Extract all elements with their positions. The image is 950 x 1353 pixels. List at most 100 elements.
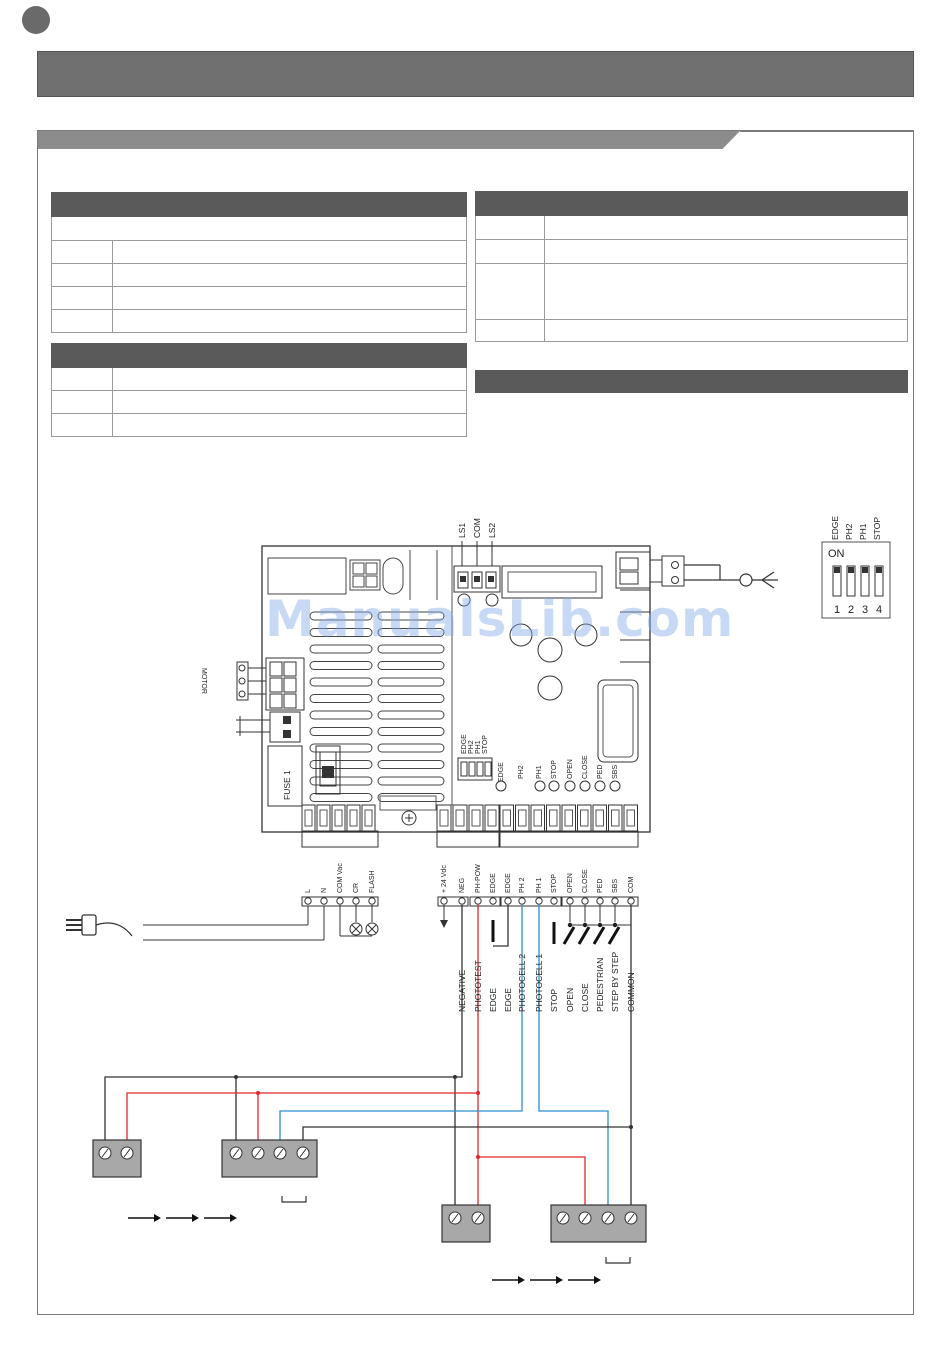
control-terminal-label: PED <box>597 879 604 893</box>
wire-function-label: CLOSE <box>580 983 590 1012</box>
terminal-screw <box>368 897 376 905</box>
pushbutton-switch <box>592 926 606 945</box>
terminal-screw <box>566 897 574 905</box>
wire-function-label: EDGE <box>503 988 513 1012</box>
page-marker-dot <box>22 6 50 34</box>
control-terminal-label: PH 2 <box>519 877 526 893</box>
table-left-2 <box>51 343 467 437</box>
wire-function-label: PEDESTRIAN <box>595 958 605 1012</box>
terminal-screw <box>627 897 635 905</box>
table-right-2-header <box>475 370 908 393</box>
mains-terminal-label: L <box>305 889 312 893</box>
control-terminal-label: CLOSE <box>582 869 589 893</box>
mains-terminal-label: N <box>321 888 328 893</box>
terminal-screw <box>474 897 482 905</box>
mains-terminal-label: COM Vac <box>337 863 344 893</box>
section-tab-line <box>740 131 914 132</box>
control-board-outline <box>261 545 651 833</box>
dip-switch-toggle <box>860 565 870 597</box>
terminal-screw <box>504 897 512 905</box>
table-left-1 <box>51 192 467 333</box>
terminal-screw <box>336 897 344 905</box>
fuse-label: FUSE 1 <box>282 770 292 800</box>
terminal-screw <box>489 897 497 905</box>
title-banner <box>37 51 914 97</box>
content-frame <box>37 130 914 1315</box>
dip-number: 2 <box>848 604 854 616</box>
wire-function-label: NEGATIVE <box>457 969 467 1012</box>
control-terminal-label: PH-POW <box>475 864 482 893</box>
dip-number: 3 <box>862 604 868 616</box>
board-dip-label: EDGE <box>461 734 468 754</box>
board-led-label: CLOSE <box>582 755 589 779</box>
terminal-screw <box>352 897 360 905</box>
wire-function-label: STOP <box>549 989 559 1012</box>
board-led-label: OPEN <box>567 759 574 779</box>
wire-function-label: PHOTOTEST <box>473 960 483 1012</box>
terminal-screw <box>518 897 526 905</box>
dip-switch-toggle <box>846 565 856 597</box>
control-terminal-label: EDGE <box>490 873 497 893</box>
photocell-transmitter-1 <box>92 1139 142 1178</box>
terminal-screw <box>611 897 619 905</box>
dip-switch-label: EDGE <box>830 516 840 540</box>
control-terminal-label: OPEN <box>567 873 574 893</box>
dip-switch-label: PH1 <box>858 523 868 540</box>
dip-switch-toggle <box>832 565 842 597</box>
led-indicator <box>594 780 606 792</box>
terminal-screw <box>440 897 448 905</box>
terminal-screw <box>581 897 589 905</box>
led-indicator <box>548 780 560 792</box>
terminal-screw <box>550 897 558 905</box>
photocell-transmitter-2 <box>441 1204 491 1243</box>
limit-switch-label: LS1 <box>457 523 467 538</box>
dip-switch-toggle <box>874 565 884 597</box>
wire-function-label: OPEN <box>565 988 575 1012</box>
led-indicator <box>564 780 576 792</box>
control-terminal-label: SBS <box>612 879 619 893</box>
led-indicator <box>534 780 546 792</box>
table-header <box>51 192 467 217</box>
terminal-screw <box>304 897 312 905</box>
dip-number: 1 <box>834 604 840 616</box>
control-terminal-label: EDGE <box>505 873 512 893</box>
dip-number: 4 <box>876 604 882 616</box>
table-header <box>475 191 908 216</box>
terminal-screw <box>596 897 604 905</box>
pushbutton-switch <box>577 926 591 945</box>
led-indicator <box>579 780 591 792</box>
terminal-screw <box>458 897 466 905</box>
wire-function-label: PHOTOCELL 1 <box>534 954 544 1012</box>
table-subheader-row <box>51 216 467 241</box>
control-terminal-label: + 24 Vdc <box>441 865 448 893</box>
mains-terminal-label: CR <box>353 883 360 893</box>
dip-switch-label: PH2 <box>844 523 854 540</box>
dip-on-label: ON <box>828 548 845 560</box>
control-terminal-label: PH 1 <box>536 877 543 893</box>
table-header <box>51 343 467 368</box>
motor-label: MOTOR <box>200 668 207 694</box>
wire-function-label: PHOTOCELL 2 <box>517 954 527 1012</box>
led-indicator <box>495 780 507 792</box>
section-tab-bar <box>38 131 740 149</box>
limit-switch-label: COM <box>472 518 482 538</box>
board-led-label: SBS <box>612 765 619 779</box>
terminal-screw <box>535 897 543 905</box>
board-led-label: EDGE <box>498 762 505 782</box>
dip-switch-label: STOP <box>872 517 882 540</box>
control-terminal-label: COM <box>628 877 635 894</box>
board-dip-label: PH1 <box>475 740 482 754</box>
control-terminal-label: NEG <box>459 878 466 893</box>
led-indicator <box>609 780 621 792</box>
board-led-label: PED <box>597 765 604 779</box>
board-dip-label: STOP <box>482 735 489 754</box>
board-led-label: PH1 <box>536 765 543 779</box>
wire-function-label: COMMON <box>626 972 636 1012</box>
pushbutton-switch <box>562 926 576 945</box>
pushbutton-switch <box>607 926 621 945</box>
wire-function-label: EDGE <box>488 988 498 1012</box>
board-dip-label: PH2 <box>468 740 475 754</box>
wire-function-label: STEP BY STEP <box>610 952 620 1012</box>
limit-switch-label: LS2 <box>487 523 497 538</box>
